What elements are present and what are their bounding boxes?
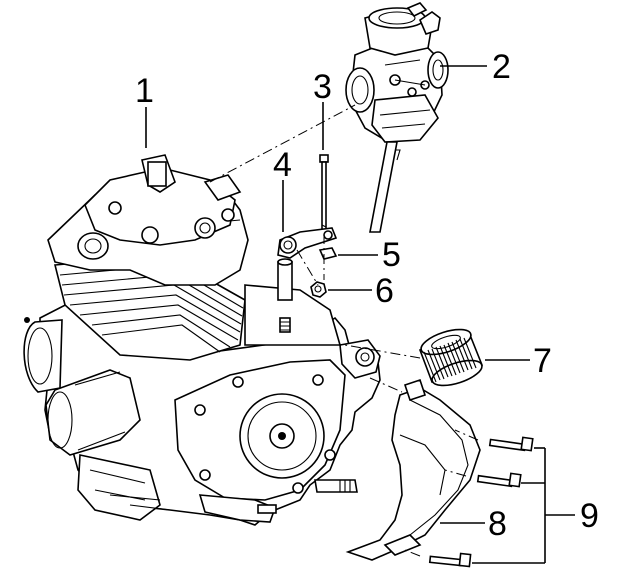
- callout-8: 8: [488, 505, 507, 543]
- callout-7: 7: [533, 342, 552, 380]
- carburetor: [345, 2, 449, 233]
- callout-9: 9: [580, 497, 599, 535]
- leader-lines: [145, 65, 575, 564]
- callout-3: 3: [313, 68, 332, 106]
- bracket: [277, 227, 338, 259]
- sprocket-cover: [345, 378, 481, 561]
- callout-6: 6: [375, 272, 394, 310]
- callout-labels: 1 2 3 4 5 6 7 8 9: [135, 48, 599, 543]
- callout-2: 2: [492, 48, 511, 86]
- callout-4: 4: [273, 146, 292, 184]
- oil-filter: [418, 328, 484, 387]
- engine-assembly: [23, 154, 381, 526]
- nut: [310, 281, 327, 298]
- mounting-bolt: [319, 154, 329, 235]
- callout-1: 1: [135, 72, 154, 110]
- washer-clip: [318, 247, 338, 260]
- cover-bolts: [428, 436, 534, 568]
- callout-5: 5: [382, 236, 401, 274]
